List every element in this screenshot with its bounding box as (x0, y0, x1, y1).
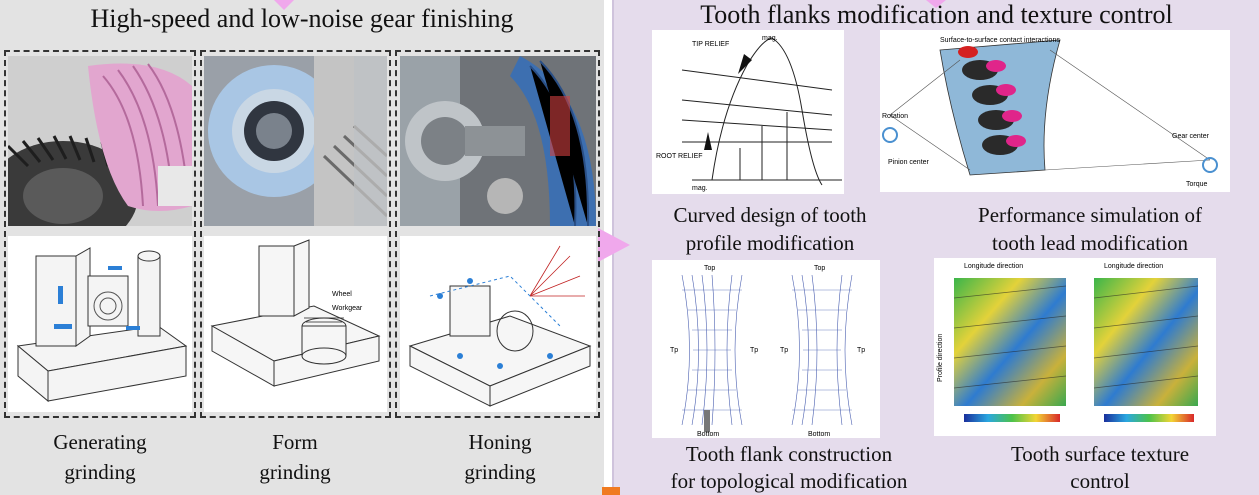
workgear-label: Workgear (332, 305, 363, 312)
texture-caption-2: control (1070, 469, 1130, 493)
topological-caption-2: for topological modification (670, 469, 908, 493)
profile-modification-figure: TIP RELIEF mag. ROOT RELIEF mag. (652, 30, 844, 194)
tip-relief-label: TIP RELIEF (692, 41, 729, 48)
lead-caption-1: Performance simulation of (978, 203, 1202, 227)
topological-flank-figure: Top Top Bottom Bottom Tp Tp Tp Tp (652, 260, 880, 438)
flank-tp-label-1: Tp (670, 347, 678, 354)
form-machine-drawing: Wheel Workgear (204, 236, 387, 412)
form-photo (204, 56, 387, 226)
contact-interactions-label: Surface-to-surface contact interactions (940, 37, 1060, 44)
honing-caption-2: grinding (464, 460, 536, 484)
flank-bottom-label-2: Bottom (808, 431, 830, 438)
pinion-center-label: Pinion center (888, 159, 930, 166)
rotation-label: Rotation (882, 113, 908, 120)
honing-photo (400, 56, 596, 226)
torque-icon (1202, 157, 1218, 173)
longitude-label-2: Longitude direction (1104, 263, 1163, 270)
generating-caption-2: grinding (64, 460, 136, 484)
flank-top-label-1: Top (704, 265, 715, 272)
top-arrow-icon (274, 0, 294, 10)
generating-machine-drawing (8, 236, 192, 412)
flank-tp-label-4: Tp (857, 347, 865, 354)
form-caption-1: Form (272, 430, 318, 454)
connector-arrow-icon (598, 228, 630, 262)
profile-direction-label: Profile direction (937, 334, 944, 382)
wheel-label: Wheel (332, 291, 352, 298)
torque-label: Torque (1186, 181, 1208, 188)
generating-box (4, 50, 196, 418)
lead-caption-2: tooth lead modification (992, 231, 1188, 255)
flank-top-label-2: Top (814, 265, 825, 272)
honing-caption-1: Honing (468, 430, 532, 454)
mag-top-label: mag. (762, 35, 778, 42)
profile-caption-2: profile modification (685, 231, 855, 255)
longitude-label-1: Longitude direction (964, 263, 1023, 270)
mag-bottom-label: mag. (692, 185, 708, 192)
top-arrow-right-icon (926, 0, 946, 8)
generating-caption-1: Generating (53, 430, 147, 454)
gear-center-label: Gear center (1172, 133, 1210, 140)
root-relief-label: ROOT RELIEF (656, 153, 703, 160)
rotation-icon (882, 127, 898, 143)
left-title: High-speed and low-noise gear finishing (90, 4, 514, 33)
flank-tp-label-2: Tp (750, 347, 758, 354)
generating-photo (8, 56, 192, 226)
topological-caption-1: Tooth flank construction (685, 442, 893, 466)
form-caption-2: grinding (259, 460, 331, 484)
orange-marker (602, 487, 620, 495)
honing-machine-drawing (400, 236, 596, 412)
surface-texture-figure: Longitude direction Longitude direction … (934, 258, 1216, 436)
texture-caption-1: Tooth surface texture (1010, 442, 1190, 466)
form-box (200, 50, 391, 418)
flank-bottom-label-1: Bottom (697, 431, 719, 438)
flank-tp-label-3: Tp (780, 347, 788, 354)
honing-box (395, 50, 600, 418)
lead-simulation-figure: Surface-to-surface contact interactions … (880, 30, 1230, 192)
profile-caption-1: Curved design of tooth (673, 203, 867, 227)
